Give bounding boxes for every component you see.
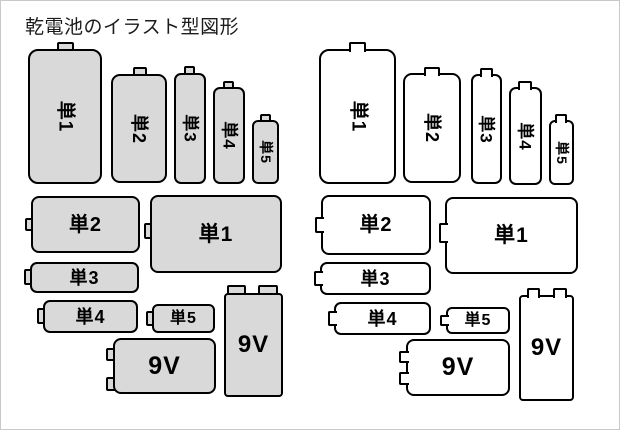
terminal-nub	[480, 68, 493, 77]
battery-label: 単2	[68, 213, 103, 236]
terminal-nub	[424, 67, 440, 76]
battery-label: 単1	[54, 100, 76, 133]
battery-tan4-gray-vertical: 単4	[213, 87, 245, 184]
terminal-nub	[440, 315, 449, 326]
terminal-nub	[399, 351, 409, 363]
battery-tan3-gray-vertical: 単3	[174, 73, 206, 184]
battery-label: 単1	[198, 222, 234, 246]
battery-tan5-gray-horizontal: 単5	[152, 304, 215, 333]
battery-label: 単5	[170, 309, 197, 327]
battery-tan1-white-horizontal: 単1	[445, 197, 578, 274]
terminal-nub	[349, 42, 366, 52]
terminal-nub	[314, 271, 323, 286]
battery-label: 単3	[360, 268, 391, 289]
battery-label: 9V	[441, 353, 475, 381]
battery-label: 単4	[516, 121, 535, 151]
battery-label: 9V	[530, 334, 563, 361]
battery-label: 9V	[148, 351, 181, 380]
battery-tan4-white-vertical: 単4	[509, 87, 542, 185]
terminal-nub	[527, 288, 540, 298]
battery-9v-gray-horizontal: 9V	[113, 338, 216, 394]
battery-tan1-gray-vertical: 単1	[28, 49, 102, 184]
battery-label: 9V	[237, 331, 270, 358]
battery-tan2-white-vertical: 単2	[403, 73, 461, 183]
battery-tan4-gray-horizontal: 単4	[43, 300, 138, 333]
battery-tan2-gray-vertical: 単2	[111, 74, 167, 183]
battery-9v-white-horizontal: 9V	[406, 339, 510, 396]
battery-label: 単4	[367, 308, 398, 329]
terminal-nub	[399, 372, 409, 385]
battery-label: 単3	[180, 114, 200, 143]
battery-label: 単1	[494, 224, 529, 247]
battery-label: 単3	[69, 267, 100, 288]
battery-label: 単2	[128, 113, 149, 144]
battery-tan5-gray-vertical: 単5	[252, 120, 279, 184]
battery-tan3-gray-horizontal: 単3	[30, 262, 139, 293]
battery-tan3-white-horizontal: 単3	[320, 262, 431, 295]
battery-tan1-white-vertical: 単1	[319, 49, 396, 184]
battery-tan5-white-vertical: 単5	[549, 120, 574, 185]
battery-tan2-white-horizontal: 単2	[321, 195, 431, 255]
battery-label: 単5	[553, 140, 570, 165]
battery-label: 単4	[75, 306, 106, 327]
battery-tan5-white-horizontal: 単5	[446, 307, 510, 334]
battery-9v-gray-vertical: 9V	[224, 293, 283, 397]
terminal-nub	[439, 223, 448, 243]
battery-label: 単2	[421, 112, 442, 144]
battery-label: 単4	[219, 121, 239, 150]
battery-label: 単2	[359, 214, 393, 236]
battery-tan4-white-horizontal: 単4	[334, 302, 431, 335]
terminal-nub	[518, 81, 532, 90]
battery-9v-white-vertical: 9V	[519, 295, 574, 401]
battery-tan2-gray-horizontal: 単2	[31, 196, 140, 253]
battery-label: 単3	[477, 114, 496, 144]
battery-tan3-white-vertical: 単3	[471, 74, 502, 184]
terminal-nub	[315, 217, 324, 233]
terminal-nub	[328, 311, 337, 326]
terminal-nub	[553, 288, 567, 298]
battery-label: 単5	[464, 311, 492, 329]
battery-label: 単1	[346, 100, 368, 133]
figure-title: 乾電池のイラスト型図形	[25, 17, 240, 38]
terminal-nub	[555, 114, 567, 123]
battery-tan1-gray-horizontal: 単1	[150, 195, 282, 273]
battery-label: 単5	[257, 140, 274, 164]
